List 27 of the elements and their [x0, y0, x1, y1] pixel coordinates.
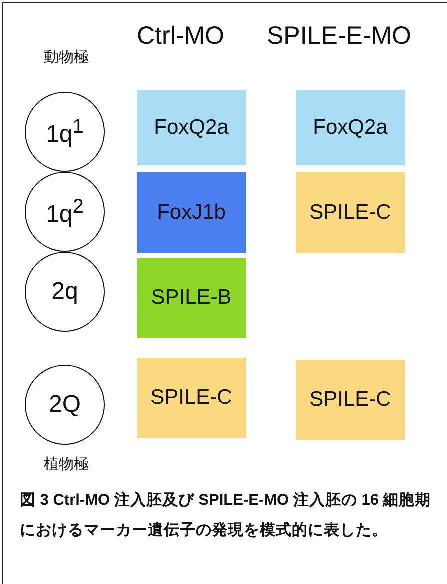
gene-name: FoxQ2a: [313, 116, 388, 140]
marker-box: [137, 90, 246, 165]
figure-caption: 図 3 Ctrl-MO 注入胚及び SPILE-E-MO 注入胚の 16 細胞期におけるマーカー遺伝子の発現を模式的に表した。: [20, 490, 432, 541]
pole-label: 植物極: [44, 455, 89, 474]
cell-circle: [25, 172, 105, 252]
cell-circle: [25, 365, 105, 445]
gene-name: SPILE-C: [310, 388, 392, 412]
marker-box: [296, 172, 405, 253]
cell-name: 1q$^{1}$: [46, 116, 84, 148]
gene-name: SPILE-C: [310, 200, 392, 224]
marker-box: [137, 172, 246, 253]
gene-name: SPILE-C: [150, 386, 232, 410]
marker-box: [296, 360, 405, 440]
gene-name: FoxJ1b: [157, 200, 226, 224]
marker-box: [137, 358, 246, 438]
marker-box: [296, 90, 405, 165]
cell-circle: [25, 92, 105, 172]
column-header: SPILE-E-MO: [267, 22, 412, 51]
cell-circle: [25, 252, 105, 332]
cell-name: 2q: [52, 278, 78, 306]
cell-name: 2Q: [48, 391, 81, 419]
column-header: Ctrl-MO: [137, 22, 224, 51]
gene-name: SPILE-B: [151, 286, 232, 310]
gene-name: FoxQ2a: [154, 116, 229, 140]
marker-box: [137, 258, 246, 338]
cell-name: 1q$^{2}$: [46, 196, 84, 228]
pole-label: 動物極: [44, 48, 89, 67]
